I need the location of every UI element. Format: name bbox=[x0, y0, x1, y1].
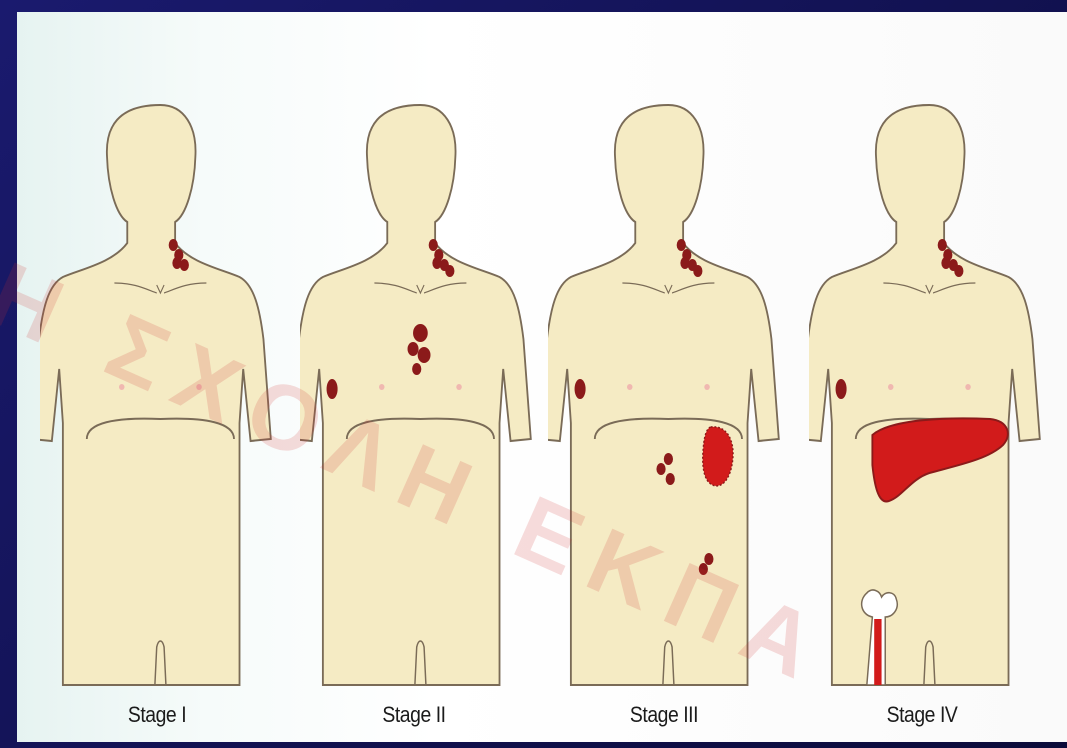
nipple-right bbox=[196, 384, 202, 390]
lymph-node bbox=[941, 257, 950, 269]
lymph-node bbox=[677, 239, 686, 251]
stage-label-4: Stage IV bbox=[834, 702, 1010, 728]
figure-stage-4 bbox=[809, 87, 1049, 687]
bone-marrow-lesion bbox=[874, 619, 881, 685]
nipple-right bbox=[704, 384, 710, 390]
mediastinal-node bbox=[413, 324, 428, 342]
abdominal-node bbox=[666, 473, 675, 485]
body-outline bbox=[548, 87, 788, 687]
iliac-node bbox=[699, 563, 708, 575]
lymph-node bbox=[429, 239, 438, 251]
mediastinal-node bbox=[412, 363, 421, 375]
body-outline bbox=[300, 87, 540, 687]
spleen-lesion bbox=[703, 427, 733, 486]
nipple-right bbox=[456, 384, 462, 390]
nipple-right bbox=[965, 384, 971, 390]
stage-label-3: Stage III bbox=[576, 702, 752, 728]
stage-label-1: Stage I bbox=[69, 702, 245, 728]
figure-stage-1 bbox=[40, 87, 280, 687]
mediastinal-node bbox=[408, 342, 419, 356]
lymph-node bbox=[680, 257, 689, 269]
lymph-node bbox=[938, 239, 947, 251]
body-silhouette bbox=[40, 105, 271, 685]
lymph-node bbox=[693, 265, 702, 277]
axillary-node bbox=[836, 379, 847, 399]
abdominal-node bbox=[656, 463, 665, 475]
iliac-node bbox=[704, 553, 713, 565]
nipple-left bbox=[627, 384, 633, 390]
lymph-node bbox=[432, 257, 441, 269]
lymph-node bbox=[954, 265, 963, 277]
lymph-node bbox=[169, 239, 178, 251]
figure-panel: Stage I Stage II Stage III Stage IV Η ΣΧ… bbox=[17, 12, 1067, 742]
nipple-left bbox=[119, 384, 125, 390]
body-outline bbox=[40, 87, 280, 687]
axillary-node bbox=[327, 379, 338, 399]
mediastinal-node bbox=[418, 347, 431, 363]
figure-stage-3 bbox=[548, 87, 788, 687]
body-outline bbox=[809, 87, 1049, 687]
nipple-left bbox=[379, 384, 385, 390]
nipple-left bbox=[888, 384, 894, 390]
abdominal-node bbox=[664, 453, 673, 465]
axillary-node bbox=[575, 379, 586, 399]
lymph-node bbox=[445, 265, 454, 277]
figure-stage-2 bbox=[300, 87, 540, 687]
stage-label-2: Stage II bbox=[326, 702, 502, 728]
lymph-node bbox=[172, 257, 181, 269]
